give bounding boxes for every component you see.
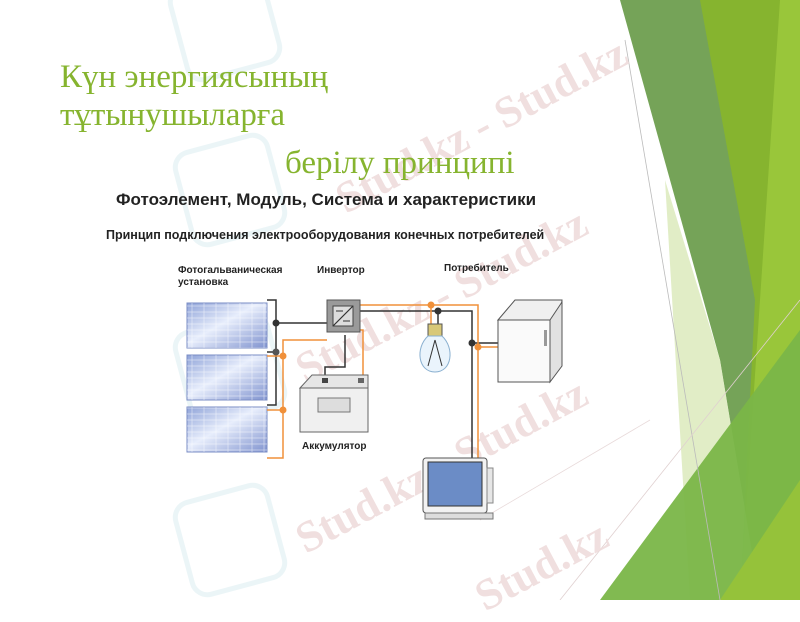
background-decoration [479, 0, 800, 600]
label-pv-line1: Фотогальваническая [178, 265, 283, 276]
light-bulb-icon [419, 323, 451, 373]
label-pv-line2: установка [178, 277, 229, 288]
battery-icon [298, 374, 369, 433]
tv-icon [422, 457, 494, 520]
label-consumer: Потребитель [444, 263, 509, 274]
diagram-heading: Фотоэлемент, Модуль, Система и характери… [116, 190, 537, 209]
inverter-icon [326, 299, 361, 333]
label-pv: Фотогальваническая установка [178, 265, 282, 289]
label-battery: Аккумулятор [302, 441, 367, 452]
solar-panels [186, 302, 268, 453]
slide-title-line-3: берілу принципі [285, 145, 515, 181]
slide-title-line-2: тұтынушыларға [60, 97, 286, 133]
slide-title-line-1: Күн энергиясының [60, 59, 329, 95]
label-inverter: Инвертор [317, 265, 365, 276]
diagram-subheading: Принцип подключения электрооборудования … [106, 228, 545, 242]
wiring-diagram [186, 299, 563, 520]
cabinet-appliance-icon [496, 299, 563, 384]
